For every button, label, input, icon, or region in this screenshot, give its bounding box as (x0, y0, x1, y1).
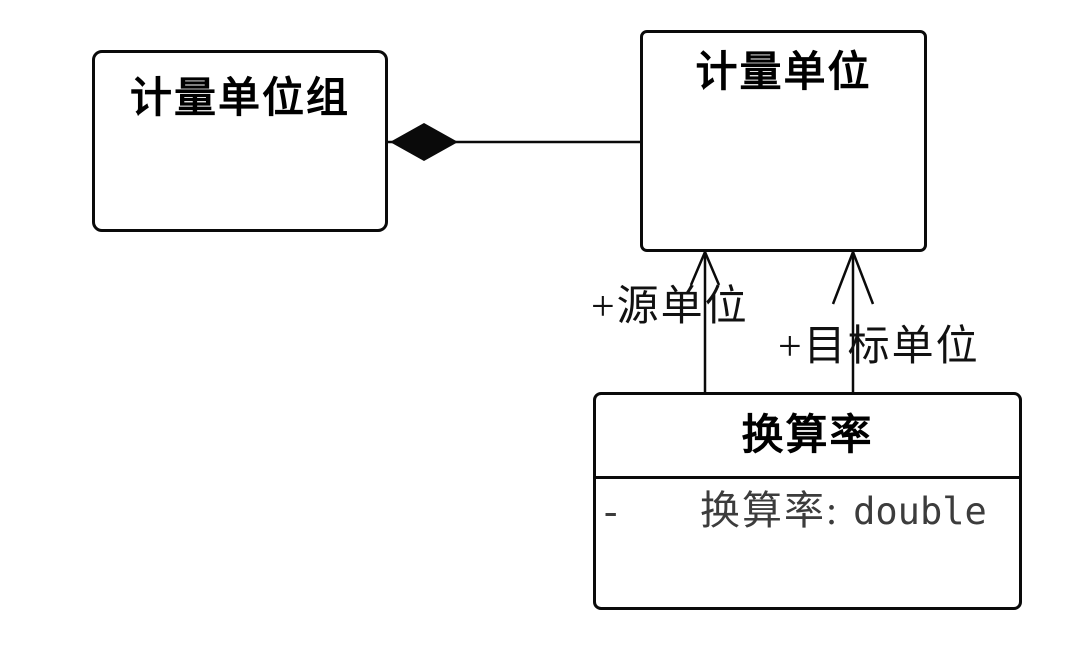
target-unit-arrowhead-icon (831, 248, 875, 305)
class-box-unit: 计量单位 (640, 30, 927, 252)
class-box-unit-group: 计量单位组 (92, 50, 388, 232)
class-name-unit: 计量单位 (695, 50, 872, 96)
class-header-conversion-rate: 换算率 (596, 395, 1019, 479)
class-box-conversion-rate: 换算率 - 换算率: double (593, 392, 1022, 610)
attribute-name: 换算率: (700, 488, 840, 533)
class-name-unit-group: 计量单位组 (129, 76, 350, 122)
attribute-visibility: - (604, 488, 618, 533)
association-label-target-unit: +目标单位 (778, 324, 980, 370)
source-unit-arrowhead-icon (689, 248, 721, 286)
composition-diamond-icon (390, 123, 458, 161)
attribute-type: double (853, 490, 987, 533)
attribute-row: - 换算率: double (596, 479, 1019, 533)
class-name-conversion-rate: 换算率 (741, 412, 874, 459)
association-label-source-unit: +源单位 (591, 284, 749, 330)
